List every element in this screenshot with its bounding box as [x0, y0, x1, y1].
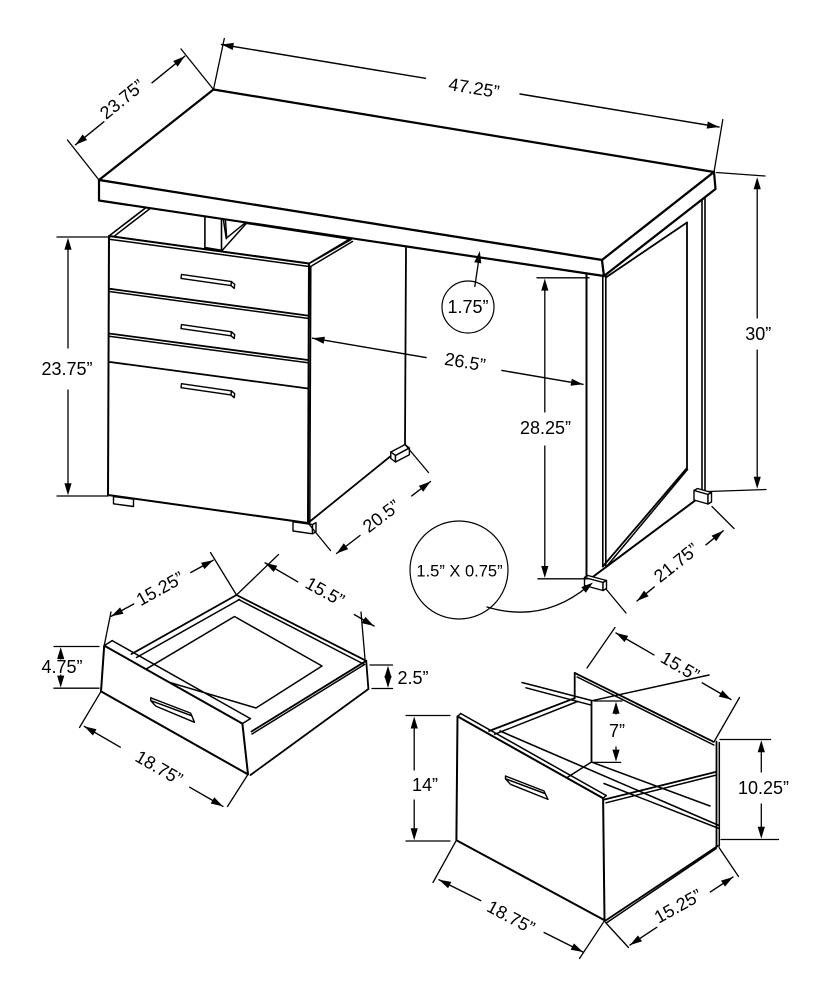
svg-text:1.75”: 1.75”: [447, 297, 488, 317]
svg-text:7”: 7”: [609, 721, 625, 741]
svg-text:10.25”: 10.25”: [738, 778, 789, 798]
svg-text:23.75”: 23.75”: [41, 359, 92, 379]
svg-text:14”: 14”: [412, 775, 438, 795]
svg-text:28.25”: 28.25”: [520, 418, 571, 438]
svg-text:30”: 30”: [745, 324, 771, 344]
svg-text:1.5” X 0.75”: 1.5” X 0.75”: [416, 563, 502, 581]
svg-text:4.75”: 4.75”: [41, 657, 82, 677]
svg-text:2.5”: 2.5”: [397, 668, 428, 688]
